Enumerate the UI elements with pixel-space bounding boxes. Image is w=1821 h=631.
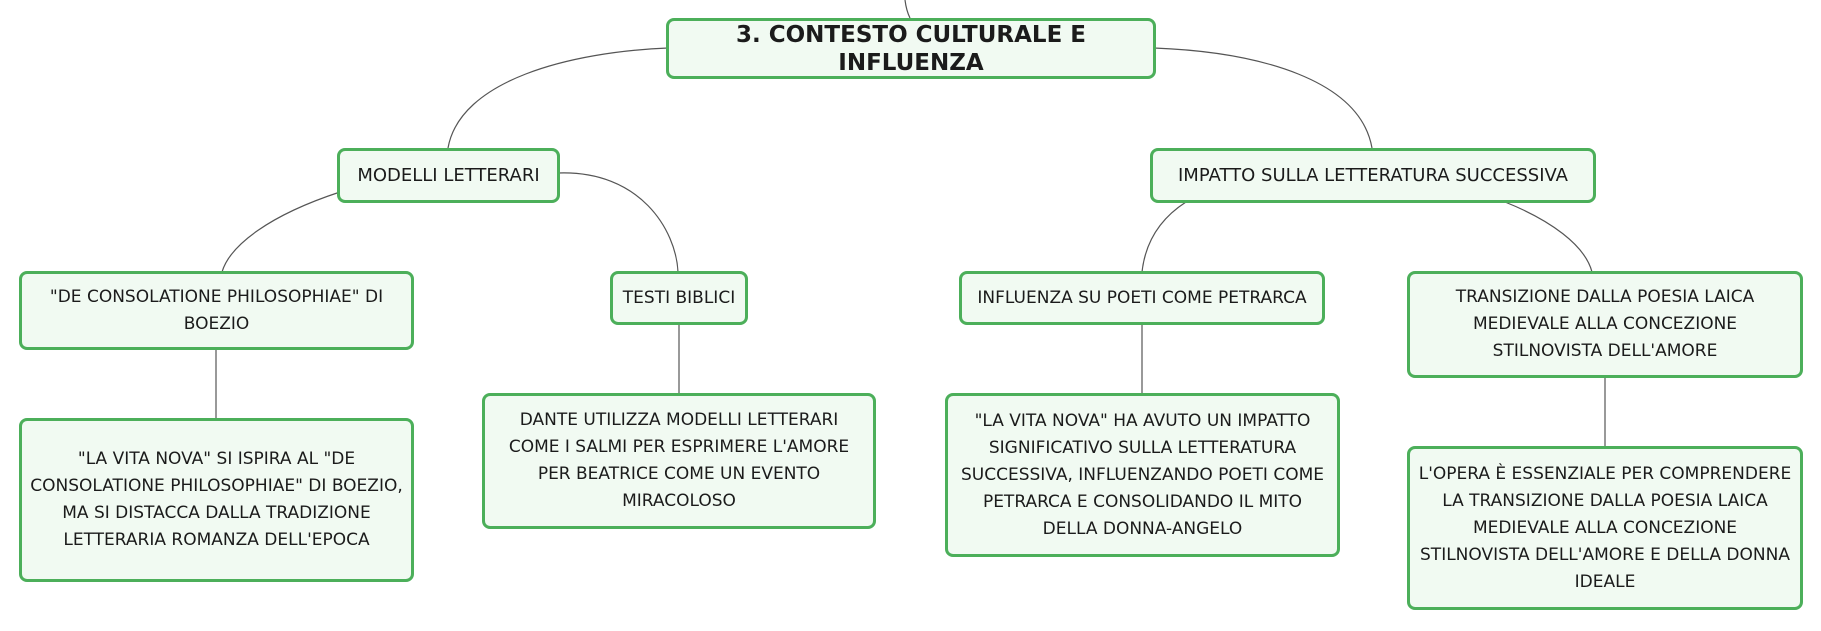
- connector-impatto-to-transizione: [1504, 201, 1593, 273]
- branch-node-impatto[interactable]: IMPATTO SULLA LETTERATURA SUCCESSIVA: [1150, 148, 1596, 203]
- topic-node-boezio[interactable]: "DE CONSOLATIONE PHILOSOPHIAE" DI BOEZIO: [19, 271, 414, 350]
- detail-node-text: "LA VITA NOVA" HA AVUTO UN IMPATTO SIGNI…: [960, 410, 1325, 539]
- root-node[interactable]: 3. CONTESTO CULTURALE E INFLUENZA: [666, 18, 1156, 79]
- topic-node-label: "DE CONSOLATIONE PHILOSOPHIAE" DI BOEZIO: [49, 286, 384, 334]
- topic-node-testi-biblici[interactable]: TESTI BIBLICI: [610, 271, 748, 325]
- branch-node-label: MODELLI LETTERARI: [357, 165, 540, 186]
- detail-node-petrarca[interactable]: "LA VITA NOVA" HA AVUTO UN IMPATTO SIGNI…: [945, 393, 1340, 557]
- connector-root-to-modelli: [447, 47, 669, 149]
- connector-impatto-to-petrarca: [1141, 201, 1187, 273]
- topic-node-petrarca[interactable]: INFLUENZA SU POETI COME PETRARCA: [959, 271, 1325, 325]
- connector-incoming-root: [904, 0, 911, 19]
- detail-node-text: L'OPERA È ESSENZIALE PER COMPRENDERE LA …: [1418, 463, 1792, 592]
- topic-node-transizione[interactable]: TRANSIZIONE DALLA POESIA LAICA MEDIEVALE…: [1407, 271, 1803, 378]
- branch-node-modelli-letterari[interactable]: MODELLI LETTERARI: [337, 148, 560, 203]
- topic-node-label: TESTI BIBLICI: [622, 287, 736, 308]
- topic-node-label: TRANSIZIONE DALLA POESIA LAICA MEDIEVALE…: [1455, 287, 1755, 361]
- detail-node-boezio[interactable]: "LA VITA NOVA" SI ISPIRA AL "DE CONSOLAT…: [19, 418, 414, 582]
- connector-modelli-to-boezio: [221, 191, 341, 273]
- topic-node-label: INFLUENZA SU POETI COME PETRARCA: [977, 287, 1307, 308]
- connector-root-to-impatto: [1153, 47, 1373, 149]
- detail-node-text: "LA VITA NOVA" SI ISPIRA AL "DE CONSOLAT…: [30, 449, 403, 550]
- connector-modelli-to-biblici: [557, 172, 679, 273]
- root-node-label: 3. CONTESTO CULTURALE E INFLUENZA: [735, 21, 1086, 76]
- branch-node-label: IMPATTO SULLA LETTERATURA SUCCESSIVA: [1178, 165, 1568, 186]
- detail-node-testi-biblici[interactable]: DANTE UTILIZZA MODELLI LETTERARI COME I …: [482, 393, 876, 529]
- detail-node-text: DANTE UTILIZZA MODELLI LETTERARI COME I …: [508, 410, 850, 511]
- detail-node-transizione[interactable]: L'OPERA È ESSENZIALE PER COMPRENDERE LA …: [1407, 446, 1803, 610]
